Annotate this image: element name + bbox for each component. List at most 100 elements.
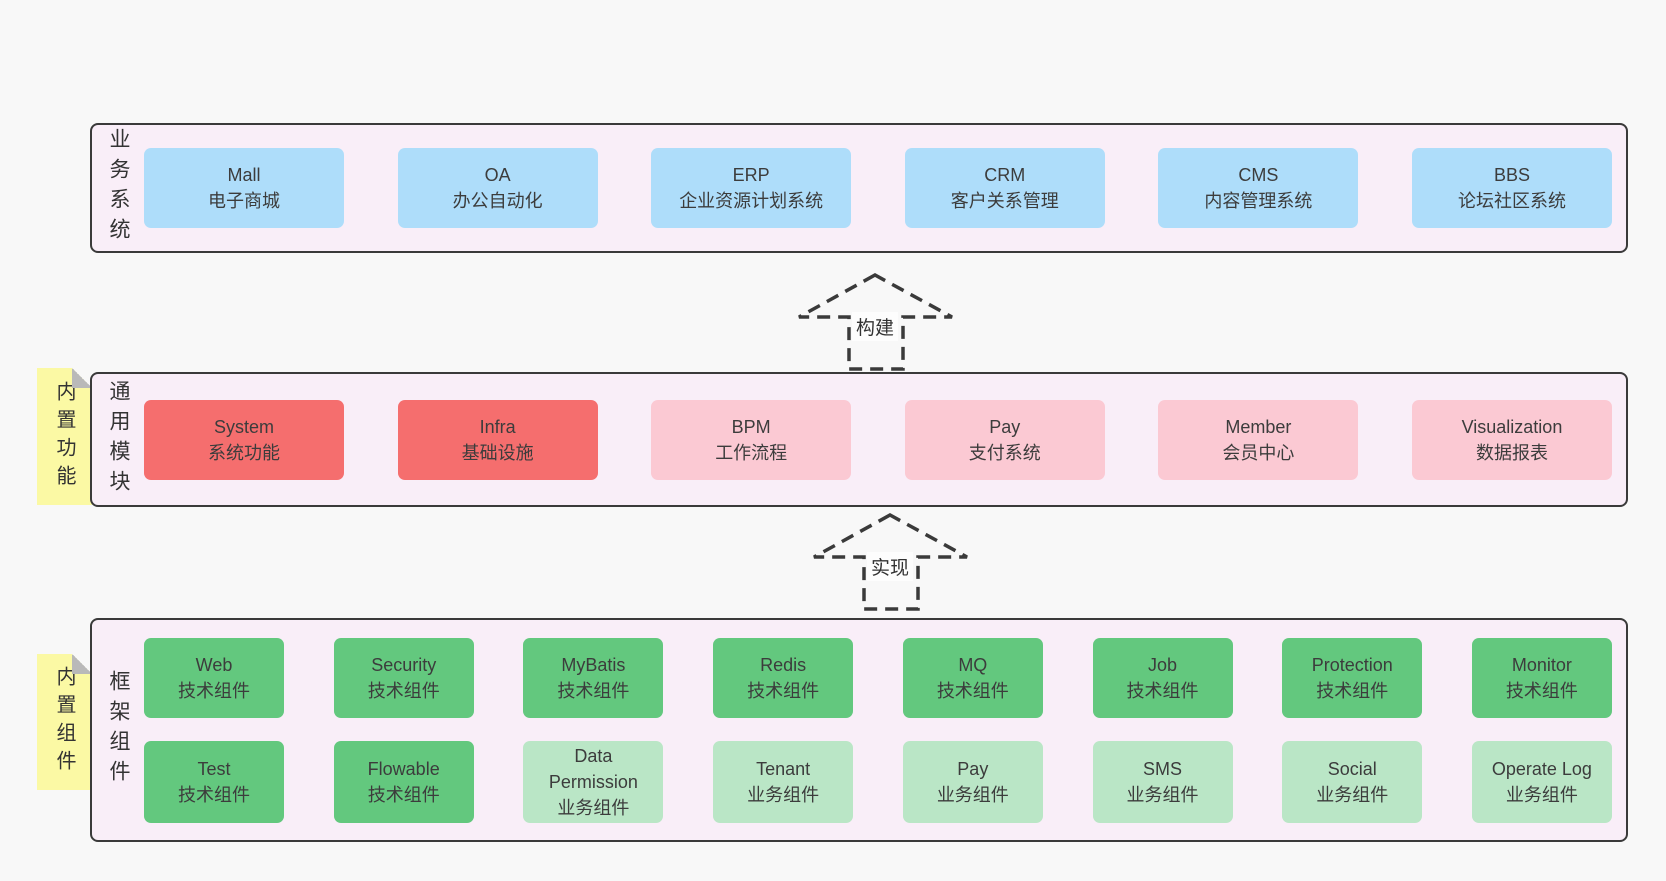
box-subtitle: 技术组件 bbox=[178, 784, 250, 805]
layer-common-modules: 通用模块 System 系统功能 Infra 基础设施 BPM 工作流程 Pay… bbox=[90, 372, 1628, 507]
box-title: ERP bbox=[732, 165, 770, 185]
box-subtitle: 技术组件 bbox=[1316, 680, 1389, 701]
box-subtitle: 技术组件 bbox=[1126, 680, 1199, 701]
box-title: MQ bbox=[958, 654, 988, 675]
box-subtitle: 业务组件 bbox=[1126, 784, 1199, 805]
box-title: Tenant bbox=[756, 758, 811, 779]
framework-components-grid: Web 技术组件 Security 技术组件 MyBatis 技术组件 Redi… bbox=[144, 620, 1626, 840]
box-title: Security bbox=[371, 654, 437, 675]
arrow-label-implement: 实现 bbox=[866, 552, 914, 581]
box-subtitle: 技术组件 bbox=[1505, 680, 1578, 701]
box-title: Visualization bbox=[1461, 416, 1563, 437]
up-arrow-dashed-implement bbox=[813, 513, 968, 611]
box-subtitle: 系统功能 bbox=[208, 442, 280, 463]
box-subtitle: 业务组件 bbox=[1505, 784, 1578, 805]
up-arrow-dashed-build bbox=[798, 273, 953, 371]
box-subtitle: 会员中心 bbox=[1222, 442, 1295, 463]
box-subtitle: 内容管理系统 bbox=[1204, 191, 1313, 211]
box-subtitle: 办公自动化 bbox=[452, 191, 543, 211]
framework-components-row-1: Web 技术组件 Security 技术组件 MyBatis 技术组件 Redi… bbox=[144, 637, 1612, 718]
box-redis: Redis 技术组件 bbox=[713, 637, 854, 718]
box-mq: MQ 技术组件 bbox=[902, 637, 1043, 718]
box-title: SMS bbox=[1143, 758, 1183, 779]
business-systems-box-row: Mall 电子商城 OA 办公自动化 ERP 企业资源计划系统 CRM 客户关系… bbox=[144, 125, 1626, 251]
box-cms: CMS 内容管理系统 bbox=[1158, 148, 1359, 228]
box-title: Monitor bbox=[1511, 654, 1572, 675]
box-subtitle: 技术组件 bbox=[367, 784, 440, 805]
sticky-note-text: 内置组件 bbox=[53, 666, 75, 778]
box-title: OA bbox=[484, 165, 511, 185]
layer-business-systems: 业务系统 Mall 电子商城 OA 办公自动化 ERP 企业资源计划系统 CRM… bbox=[90, 123, 1628, 253]
layer-label-common-modules: 通用模块 bbox=[107, 379, 130, 500]
sticky-note-built-in-features: 内置功能 bbox=[37, 368, 92, 505]
box-subtitle: 工作流程 bbox=[715, 442, 788, 463]
box-subtitle: 技术组件 bbox=[747, 680, 820, 701]
box-title: Protection bbox=[1311, 654, 1393, 675]
box-title: BPM bbox=[731, 416, 771, 437]
box-subtitle: 论坛社区系统 bbox=[1457, 191, 1566, 211]
box-mybatis: MyBatis 技术组件 bbox=[523, 637, 664, 718]
box-crm: CRM 客户关系管理 bbox=[904, 148, 1105, 228]
box-tenant: Tenant 业务组件 bbox=[713, 740, 854, 823]
box-title: Operate Log bbox=[1491, 758, 1592, 779]
box-flowable: Flowable 技术组件 bbox=[333, 740, 474, 823]
box-subtitle: 电子商城 bbox=[208, 191, 280, 211]
box-title: Pay bbox=[989, 416, 1021, 437]
box-title: Pay bbox=[957, 758, 989, 779]
box-subtitle: 技术组件 bbox=[936, 680, 1009, 701]
box-title: Mall bbox=[227, 165, 261, 185]
box-title: Job bbox=[1148, 654, 1178, 675]
box-subtitle: 数据报表 bbox=[1475, 442, 1548, 463]
box-security: Security 技术组件 bbox=[333, 637, 474, 718]
box-title: Infra bbox=[479, 416, 516, 437]
box-title: Data Permission bbox=[548, 745, 638, 792]
box-title: Social bbox=[1327, 758, 1377, 779]
box-subtitle: 技术组件 bbox=[557, 680, 630, 701]
box-title: Test bbox=[197, 758, 231, 779]
box-bbs: BBS 论坛社区系统 bbox=[1411, 148, 1612, 228]
box-member: Member 会员中心 bbox=[1158, 399, 1359, 480]
box-infra: Infra 基础设施 bbox=[397, 399, 598, 480]
box-bpm: BPM 工作流程 bbox=[651, 399, 852, 480]
box-title: CRM bbox=[984, 165, 1026, 185]
box-protection: Protection 技术组件 bbox=[1282, 637, 1423, 718]
box-title: System bbox=[213, 416, 274, 437]
box-subtitle: 业务组件 bbox=[557, 797, 630, 818]
box-subtitle: 业务组件 bbox=[1316, 784, 1389, 805]
box-title: Web bbox=[195, 654, 233, 675]
framework-components-row-2: Test 技术组件 Flowable 技术组件 Data Permission … bbox=[144, 740, 1612, 823]
box-title: Member bbox=[1225, 416, 1292, 437]
box-job: Job 技术组件 bbox=[1092, 637, 1233, 718]
box-title: CMS bbox=[1238, 165, 1279, 185]
box-pay-system: Pay 支付系统 bbox=[904, 399, 1105, 480]
box-sms: SMS 业务组件 bbox=[1092, 740, 1233, 823]
box-subtitle: 技术组件 bbox=[178, 680, 250, 701]
box-title: BBS bbox=[1493, 165, 1530, 185]
folded-corner-icon bbox=[72, 654, 92, 674]
box-subtitle: 客户关系管理 bbox=[950, 191, 1059, 211]
box-mall: Mall 电子商城 bbox=[144, 148, 344, 228]
box-title: MyBatis bbox=[561, 654, 626, 675]
box-subtitle: 基础设施 bbox=[461, 442, 534, 463]
box-oa: OA 办公自动化 bbox=[397, 148, 598, 228]
box-data-permission: Data Permission 业务组件 bbox=[523, 740, 664, 823]
layer-label-business-systems: 业务系统 bbox=[107, 128, 130, 248]
box-subtitle: 支付系统 bbox=[968, 442, 1041, 463]
layer-framework-components: 框架组件 Web 技术组件 Security 技术组件 MyBatis 技术组件… bbox=[90, 618, 1628, 842]
box-system: System 系统功能 bbox=[144, 399, 344, 480]
sticky-note-built-in-components: 内置组件 bbox=[37, 654, 92, 790]
box-subtitle: 业务组件 bbox=[936, 784, 1009, 805]
box-social: Social 业务组件 bbox=[1282, 740, 1423, 823]
layer-label-framework-components: 框架组件 bbox=[107, 670, 130, 790]
box-title: Redis bbox=[760, 654, 807, 675]
box-monitor: Monitor 技术组件 bbox=[1471, 637, 1612, 718]
box-visualization: Visualization 数据报表 bbox=[1411, 399, 1612, 480]
box-subtitle: 业务组件 bbox=[747, 784, 820, 805]
box-erp: ERP 企业资源计划系统 bbox=[651, 148, 852, 228]
arrow-label-build: 构建 bbox=[851, 312, 899, 341]
box-pay-component: Pay 业务组件 bbox=[902, 740, 1043, 823]
box-subtitle: 技术组件 bbox=[367, 680, 440, 701]
sticky-note-text: 内置功能 bbox=[53, 380, 75, 493]
box-title: Flowable bbox=[367, 758, 440, 779]
